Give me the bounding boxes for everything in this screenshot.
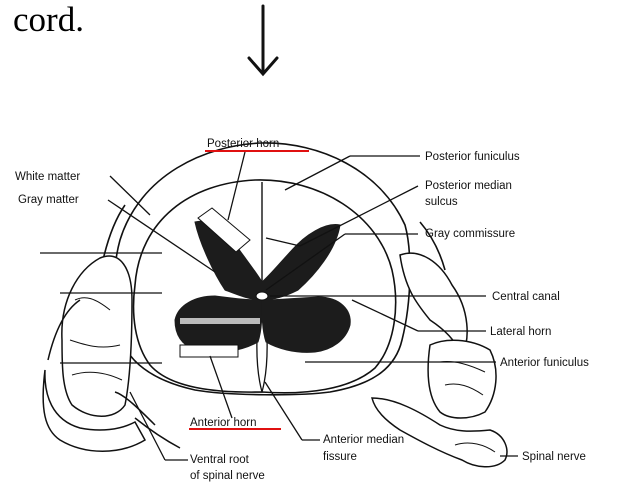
label-posterior-median-sulcus-line2: sulcus <box>425 196 458 208</box>
label-ventral-root-line2: of spinal nerve <box>190 470 265 482</box>
label-gray-commissure: Gray commissure <box>425 228 515 240</box>
label-central-canal: Central canal <box>492 291 560 303</box>
gray-band <box>180 318 260 324</box>
label-white-matter: White matter <box>15 171 80 183</box>
label-anterior-horn: Anterior horn <box>190 417 256 429</box>
label-anterior-median-fissure-line2: fissure <box>323 451 357 463</box>
central-canal <box>256 292 268 300</box>
label-lateral-horn: Lateral horn <box>490 326 551 338</box>
label-posterior-funiculus: Posterior funiculus <box>425 151 520 163</box>
label-posterior-median-sulcus-line1: Posterior median <box>425 180 512 192</box>
label-posterior-horn: Posterior horn <box>207 138 279 150</box>
label-gray-matter: Gray matter <box>18 194 79 206</box>
down-arrow-icon <box>249 6 277 74</box>
label-anterior-median-fissure-line1: Anterior median <box>323 434 404 446</box>
label-spinal-nerve: Spinal nerve <box>522 451 586 463</box>
label-ventral-root-line1: Ventral root <box>190 454 250 466</box>
label-anterior-funiculus: Anterior funiculus <box>500 357 589 369</box>
